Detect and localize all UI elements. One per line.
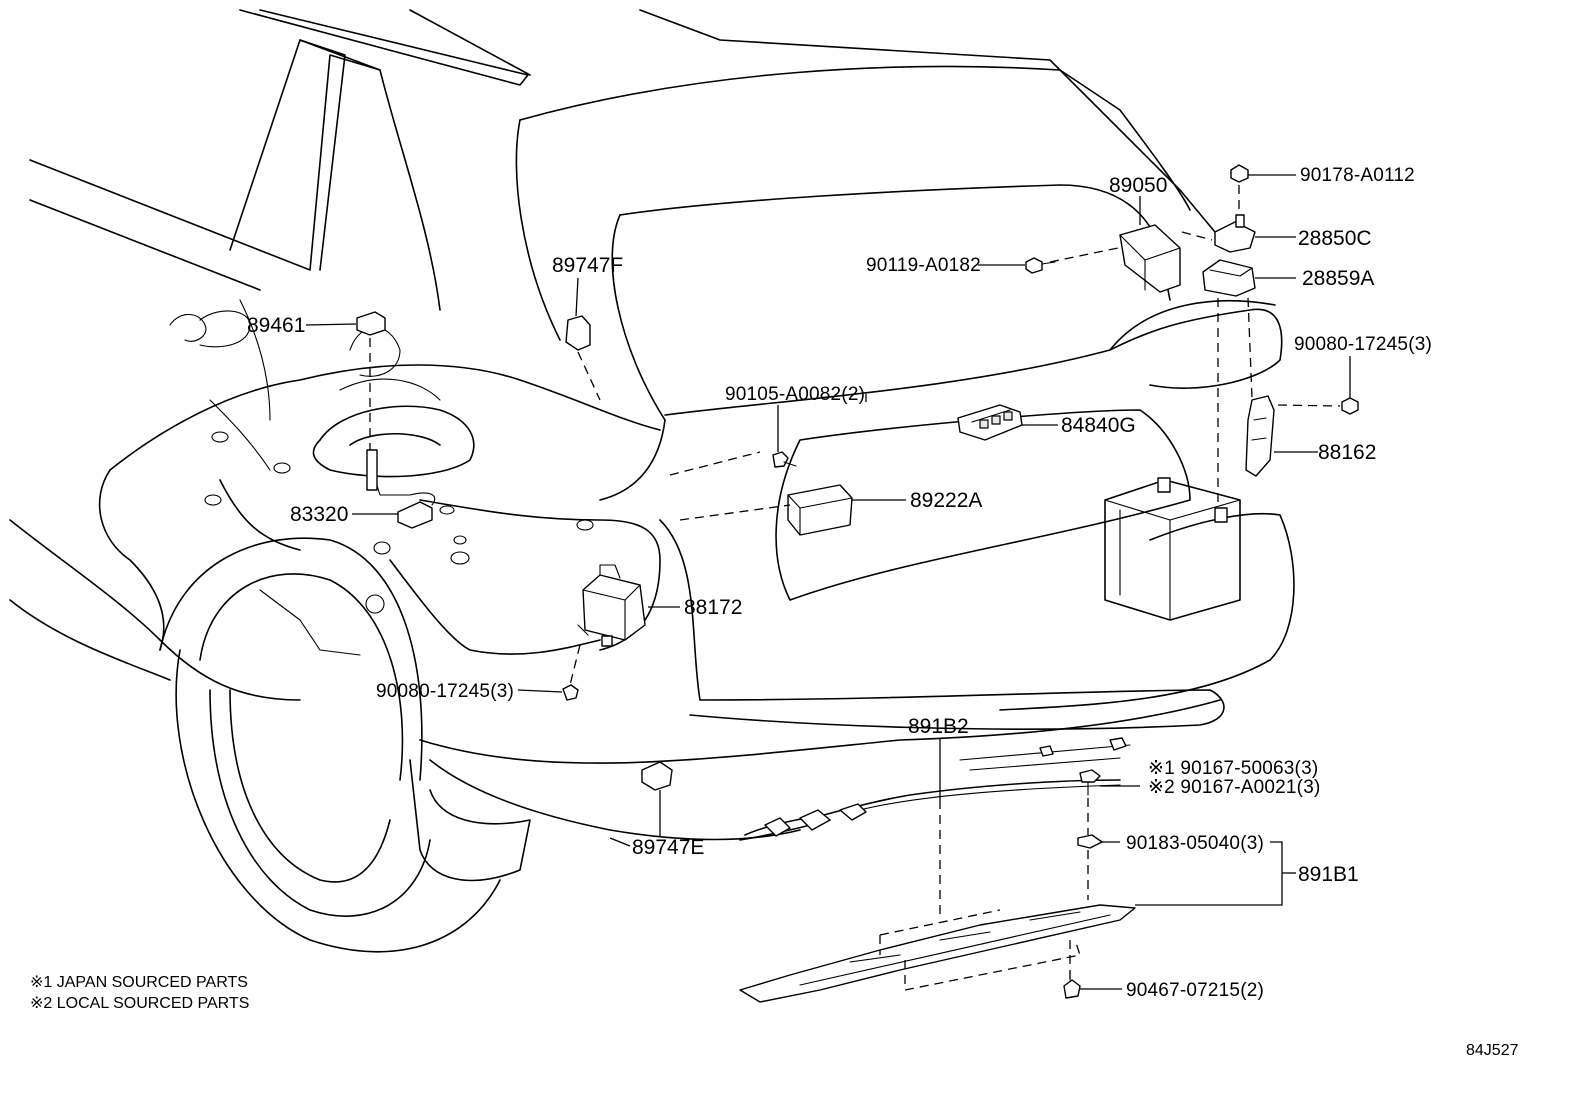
label-83320: 83320 (290, 503, 348, 526)
label-891B1: 891B1 (1298, 863, 1359, 886)
label-84840G: 84840G (1061, 414, 1136, 437)
label-90167-1: ※1 90167-50063(3) (1148, 758, 1318, 779)
part-90467 (1063, 979, 1081, 999)
label-90105: 90105-A0082(2) (725, 384, 865, 405)
notes: ※1 JAPAN SOURCED PARTS ※2 LOCAL SOURCED … (30, 974, 1519, 1059)
part-28859A (1202, 259, 1256, 297)
part-labels: 89461 89747F 83320 88172 90080-17245(3) … (247, 165, 1432, 1001)
part-88162 (1245, 395, 1275, 477)
part-90080-left (562, 684, 579, 701)
part-89461 (356, 311, 386, 336)
part-28850C (1214, 221, 1256, 253)
label-89461: 89461 (247, 314, 305, 337)
note-japan-sourced: ※1 JAPAN SOURCED PARTS (30, 974, 248, 991)
part-90167 (1079, 769, 1101, 783)
label-90080-right: 90080-17245(3) (1294, 334, 1432, 355)
label-89222A: 89222A (910, 489, 982, 512)
part-88172 (582, 574, 646, 641)
label-89747F: 89747F (552, 254, 623, 277)
part-84840G (957, 404, 1023, 441)
label-90080-left: 90080-17245(3) (376, 681, 514, 702)
part-90178 (1230, 164, 1249, 183)
label-89050: 89050 (1109, 174, 1167, 197)
part-891B2 (744, 779, 1121, 836)
label-90467: 90467-07215(2) (1126, 980, 1264, 1001)
label-90183: 90183-05040(3) (1126, 833, 1264, 854)
part-89222A (787, 484, 853, 536)
vehicle-body (9, 9, 1295, 953)
part-89747F (565, 315, 591, 351)
part-83320 (397, 501, 433, 529)
label-90178: 90178-A0112 (1300, 165, 1415, 186)
label-28859A: 28859A (1302, 267, 1374, 290)
part-89747E (641, 761, 673, 791)
label-90167-2: ※2 90167-A0021(3) (1148, 777, 1321, 798)
part-90105 (772, 451, 789, 468)
part-90080-right (1341, 397, 1359, 415)
parts (356, 164, 1359, 1003)
label-89747E: 89747E (632, 836, 704, 859)
part-90183 (1077, 834, 1103, 849)
leader-lines (305, 174, 1351, 990)
label-28850C: 28850C (1298, 227, 1372, 250)
diagram-code: 84J527 (1466, 1042, 1519, 1059)
label-891B2: 891B2 (908, 715, 969, 738)
label-90119: 90119-A0182 (866, 255, 981, 276)
label-88162: 88162 (1318, 441, 1376, 464)
label-88172: 88172 (684, 596, 742, 619)
assembly-lines (369, 185, 1341, 991)
part-90119 (1025, 257, 1043, 274)
note-local-sourced: ※2 LOCAL SOURCED PARTS (30, 995, 249, 1012)
